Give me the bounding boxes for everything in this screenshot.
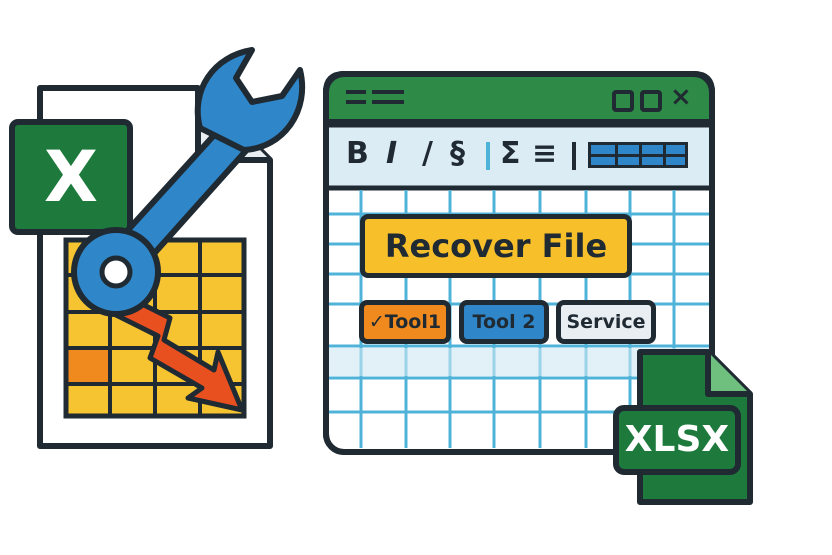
tool2-button[interactable]: Tool 2 — [459, 300, 549, 344]
maximize-icon[interactable] — [640, 90, 662, 112]
bold-button[interactable]: B — [346, 136, 369, 171]
toolbar-separator — [486, 142, 490, 170]
close-icon[interactable]: × — [670, 82, 692, 112]
service-button[interactable]: Service — [556, 300, 656, 344]
down-trend-arrow-icon — [107, 289, 245, 413]
window-controls: × — [612, 82, 696, 112]
menu-lines-icon[interactable] — [346, 88, 406, 106]
slash-button[interactable]: / — [422, 136, 433, 171]
xlsx-label: XLSX — [624, 419, 730, 460]
recover-file-button[interactable]: Recover File — [360, 214, 632, 278]
excel-logo-letter: X — [44, 136, 98, 218]
strikethrough-button[interactable]: § — [450, 136, 465, 171]
wrench-icon — [71, 47, 306, 317]
toolbar-separator — [572, 142, 576, 170]
tool1-button[interactable]: ✓Tool1 — [359, 300, 451, 344]
italic-button[interactable]: I — [386, 136, 398, 171]
align-button[interactable]: ≡ — [532, 136, 558, 171]
minimize-icon[interactable] — [612, 90, 634, 112]
toolbar-buttons: B I / § Σ ≡ — [342, 136, 702, 178]
excel-logo — [9, 119, 133, 235]
sum-button[interactable]: Σ — [500, 136, 521, 171]
table-grid-icon[interactable] — [588, 142, 688, 168]
